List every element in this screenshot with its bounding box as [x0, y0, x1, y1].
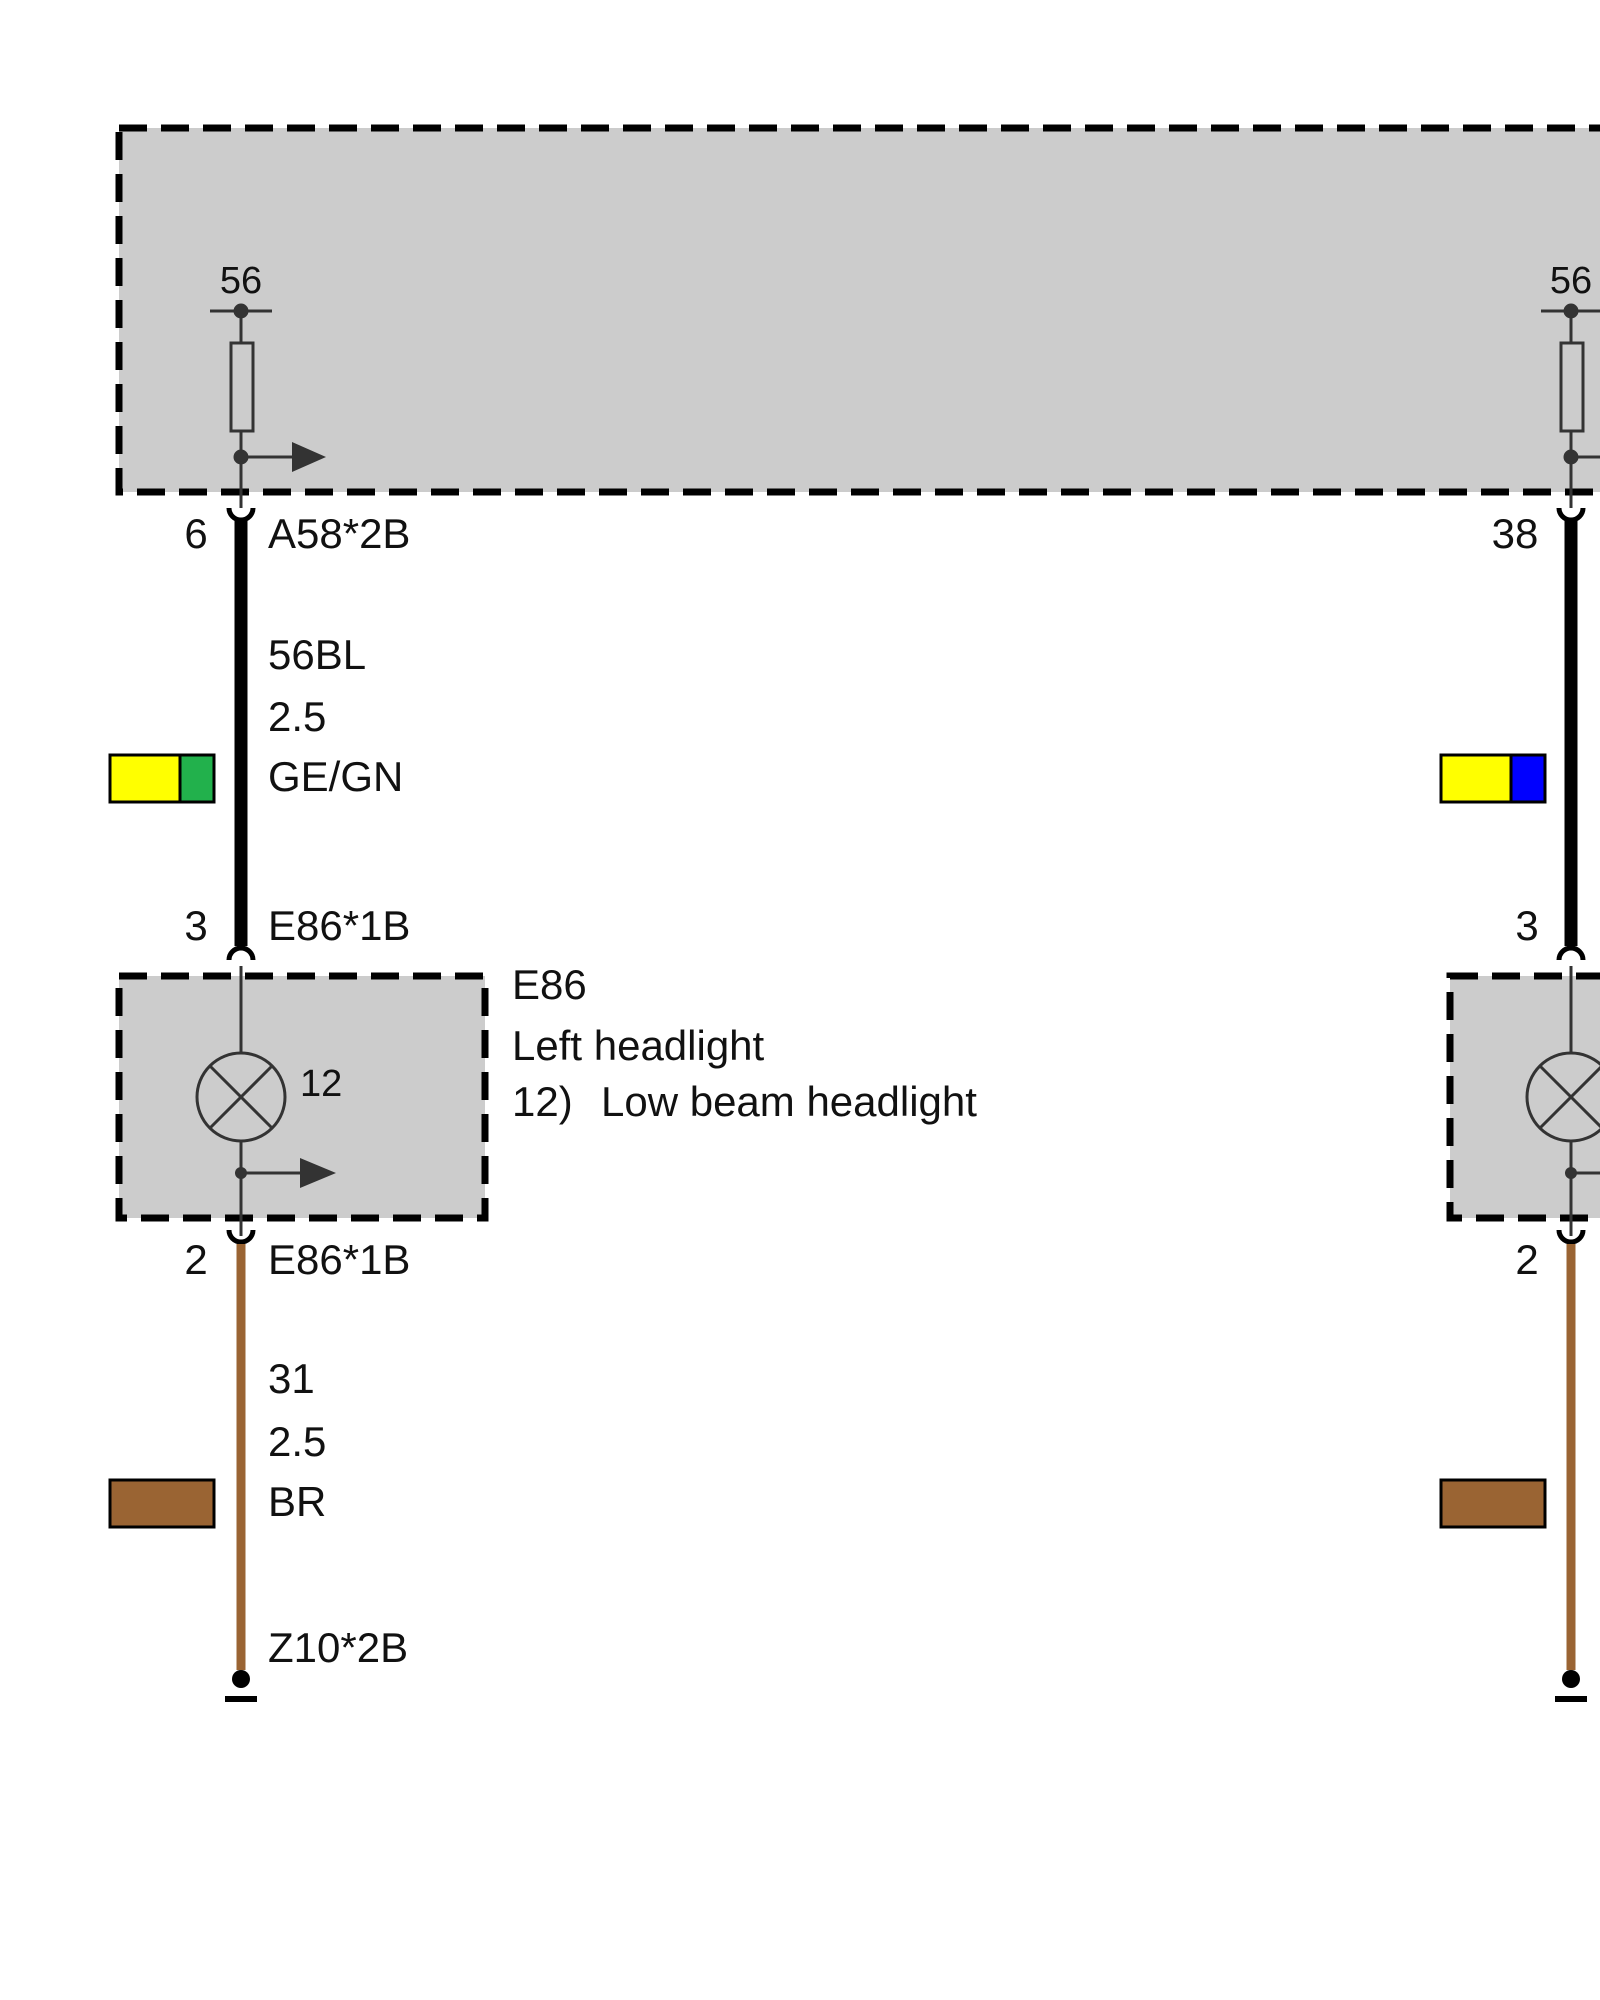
left-bottom-pin: 2 [184, 1236, 207, 1283]
right-ground-icon [1555, 1670, 1587, 1702]
component-note-number: 12) [512, 1078, 573, 1125]
left-ground-wire-color-swatch [108, 1478, 216, 1529]
right-top-pin: 38 [1492, 510, 1539, 557]
left-lamp-arrow-icon [300, 1158, 336, 1188]
lamp-number: 12 [300, 1063, 342, 1105]
right-ground-wire-color-swatch [1439, 1478, 1547, 1529]
left-wire-gauge: 2.5 [268, 693, 326, 740]
ground-connector-label: Z10*2B [268, 1624, 408, 1671]
component-name: Left headlight [512, 1022, 765, 1069]
left-fuse [210, 303, 292, 508]
right-bottom-connector-hook [1556, 1229, 1586, 1245]
control-module-box [115, 124, 1600, 496]
left-fuse-terminal-label: 56 [220, 260, 262, 302]
left-mid-pin: 3 [184, 902, 207, 949]
left-ground-wire-circuit: 31 [268, 1355, 315, 1402]
left-ground-wire-color-code: BR [268, 1478, 326, 1525]
left-wire-color-swatch [108, 753, 216, 804]
right-mid-pin: 3 [1515, 902, 1538, 949]
component-id: E86 [512, 961, 587, 1008]
right-wire-color-swatch [1439, 753, 1547, 804]
left-mid-connector-label: E86*1B [268, 902, 410, 949]
left-ground-wire-gauge: 2.5 [268, 1418, 326, 1465]
left-mid-connector-hook [226, 945, 256, 961]
right-mid-connector-hook [1556, 945, 1586, 961]
right-fuse [1541, 303, 1600, 508]
left-ground-icon [225, 1670, 257, 1702]
right-fuse-terminal-label: 56 [1550, 260, 1592, 302]
left-wire-circuit: 56BL [268, 631, 366, 678]
left-bottom-connector-hook [226, 1229, 256, 1245]
right-bottom-pin: 2 [1515, 1236, 1538, 1283]
left-fuse-arrow-icon [292, 442, 326, 472]
right-headlight-box [1446, 972, 1600, 1222]
component-note-text: Low beam headlight [601, 1078, 977, 1125]
left-top-connector-label: A58*2B [268, 510, 410, 557]
left-wire-color-code: GE/GN [268, 753, 403, 800]
left-bottom-connector-label: E86*1B [268, 1236, 410, 1283]
left-top-pin: 6 [184, 510, 207, 557]
